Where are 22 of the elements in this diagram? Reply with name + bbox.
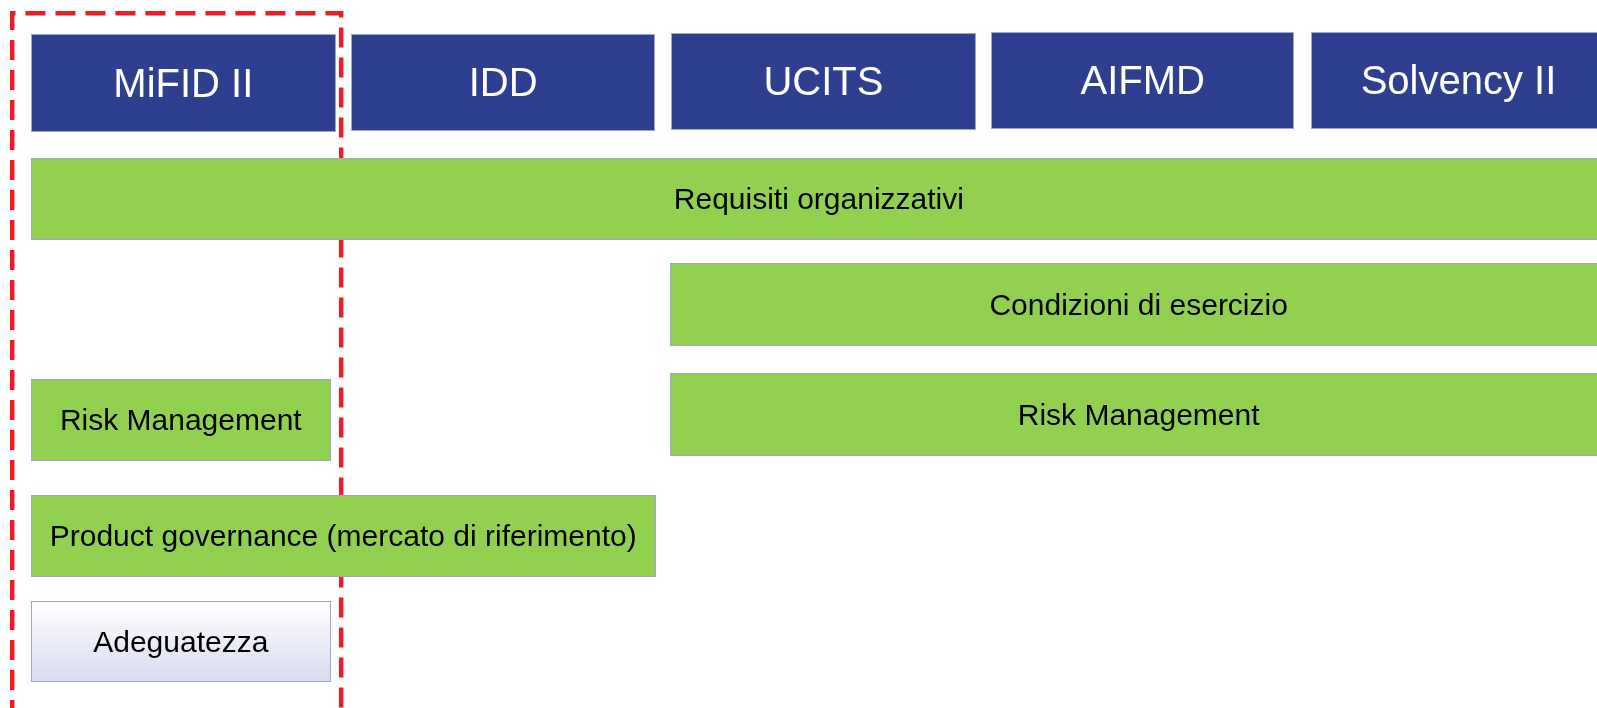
regulation-name: IDD bbox=[468, 60, 538, 105]
regulation-header bbox=[991, 31, 1295, 130]
regulation-header bbox=[351, 33, 655, 132]
regulation-name: Solvency II bbox=[1360, 58, 1557, 103]
regulation-header bbox=[671, 32, 976, 131]
regulation-name: UCITS bbox=[763, 59, 884, 104]
requirement-text: Requisiti organizzativi bbox=[673, 182, 964, 216]
regulation-header bbox=[30, 33, 337, 133]
requirement-text: Adeguatezza bbox=[93, 624, 269, 659]
requirement-bar bbox=[670, 262, 1597, 347]
requirement-bar bbox=[30, 378, 331, 462]
requirement-text: Condizioni di esercizio bbox=[989, 287, 1288, 322]
requirement-box bbox=[30, 600, 331, 683]
requirement-bar bbox=[30, 495, 656, 578]
regulation-name: AIFMD bbox=[1080, 58, 1205, 103]
requirement-text: Risk Management bbox=[59, 403, 302, 437]
regulation-header bbox=[1310, 31, 1597, 130]
requirement-text: Risk Management bbox=[1017, 397, 1260, 432]
requirement-bar bbox=[670, 372, 1597, 457]
requirement-text: Product governance (mercato di riferimento) bbox=[49, 519, 637, 553]
requirement-bar bbox=[30, 157, 1597, 241]
regulation-name: MiFID II bbox=[113, 60, 254, 106]
